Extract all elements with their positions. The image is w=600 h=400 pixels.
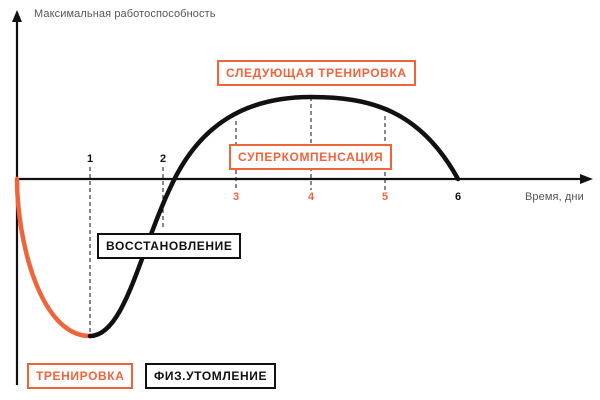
tick-3: 3 (232, 191, 240, 203)
recovery-curve (87, 181, 175, 339)
x-axis-arrowhead (580, 174, 593, 184)
training-curve (14, 176, 93, 339)
tick-1: 1 (86, 153, 94, 165)
fatigue-label: ФИЗ.УТОМЛЕНИЕ (145, 363, 277, 389)
supercompensation-label: СУПЕРКОМПЕНСАЦИЯ (229, 144, 393, 170)
recovery-label: ВОССТАНОВЛЕНИЕ (97, 233, 242, 259)
tick-2: 2 (159, 153, 167, 165)
y-axis-title: Максимальная работоспособность (34, 8, 216, 20)
supercompensation-curve (169, 94, 461, 187)
x-axis-title: Время, дни (525, 191, 584, 203)
y-axis-arrowhead (12, 10, 22, 22)
tick-4: 4 (307, 191, 315, 203)
next-training-label: СЛЕДУЮЩАЯ ТРЕНИРОВКА (217, 60, 416, 86)
tick-5: 5 (381, 191, 389, 203)
tick-6: 6 (454, 191, 462, 203)
training-label: ТРЕНИРОВКА (27, 363, 134, 389)
